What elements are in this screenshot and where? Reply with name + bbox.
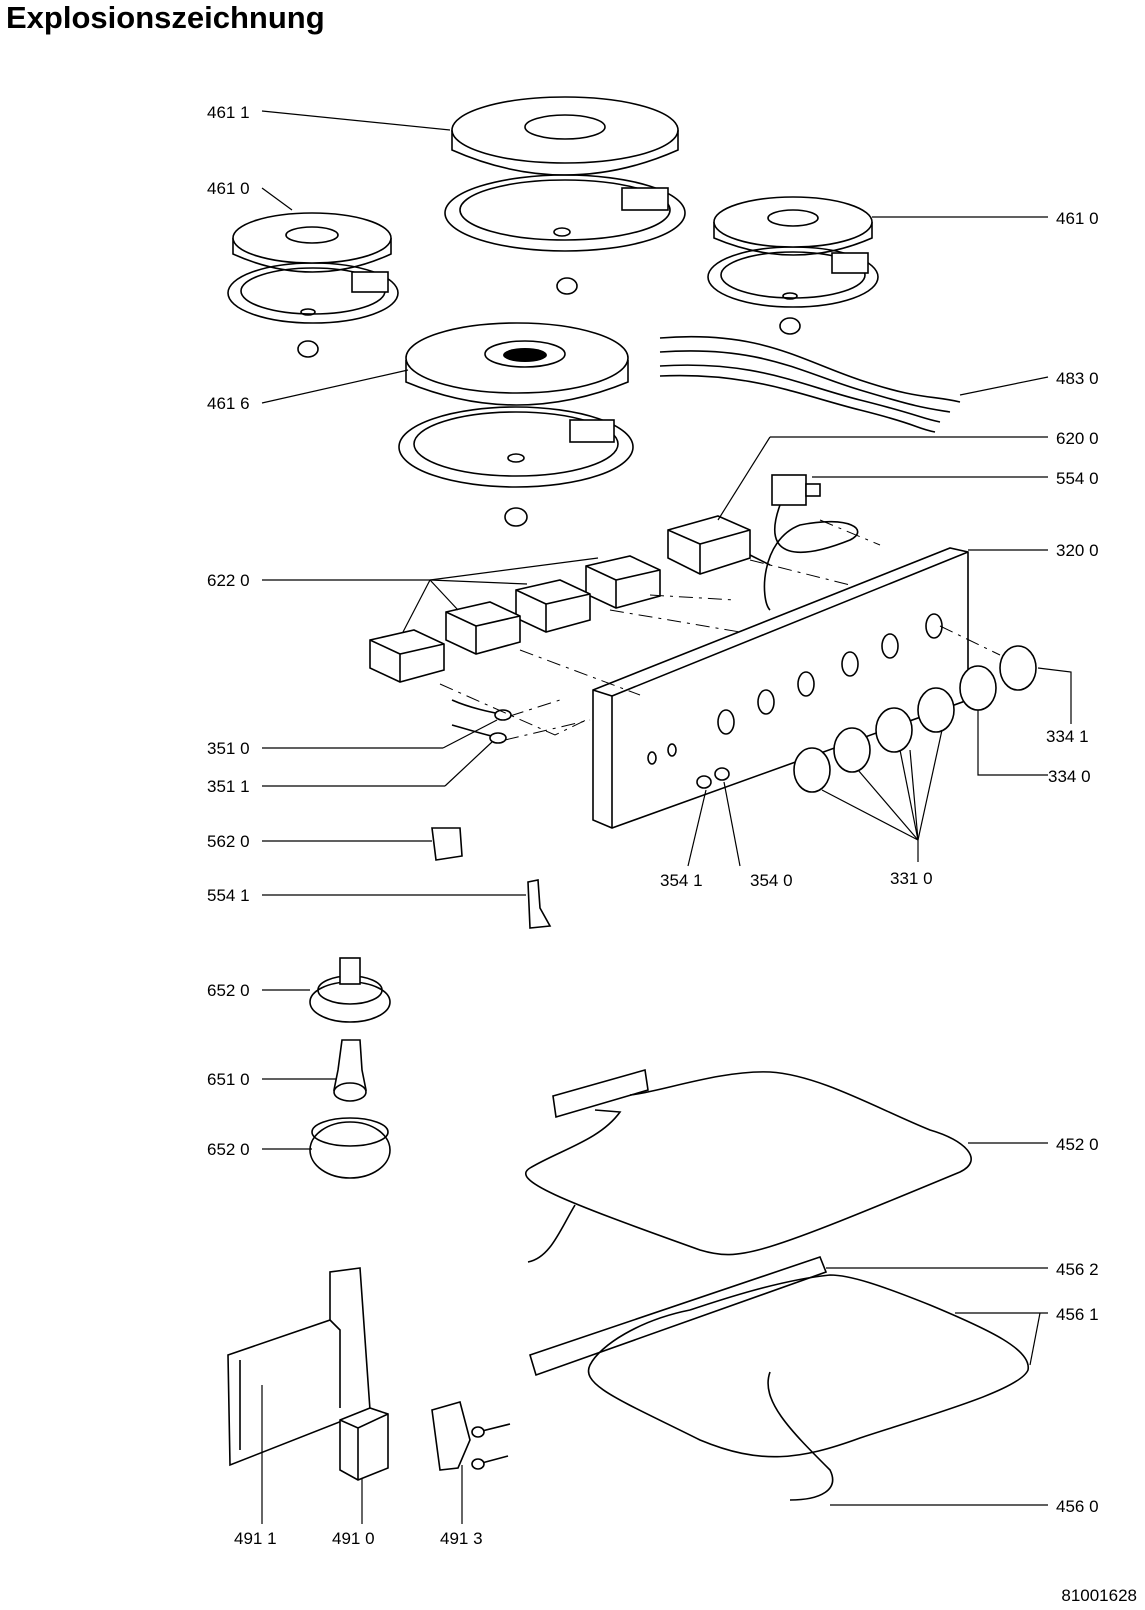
label-622-0: 622 0 <box>207 571 250 590</box>
oven-lamp-holder <box>309 957 391 1023</box>
assembly-guide-lines <box>439 519 1001 741</box>
label-461-6: 461 6 <box>207 394 250 413</box>
label-491-3: 491 3 <box>440 1529 483 1548</box>
label-651-0: 651 0 <box>207 1070 250 1089</box>
label-620-0: 620 0 <box>1056 429 1099 448</box>
label-491-1: 491 1 <box>234 1529 277 1548</box>
label-351-1: 351 1 <box>207 777 250 796</box>
label-461-0-left: 461 0 <box>207 179 250 198</box>
grill-element <box>525 1068 972 1263</box>
cable-clamp <box>431 1401 511 1471</box>
hotplate-small-right <box>707 196 879 335</box>
label-331-0: 331 0 <box>890 869 933 888</box>
label-456-2: 456 2 <box>1056 1260 1099 1279</box>
label-562-0: 562 0 <box>207 832 250 851</box>
label-334-1: 334 1 <box>1046 727 1089 746</box>
label-461-1: 461 1 <box>207 103 250 122</box>
label-461-0-right: 461 0 <box>1056 209 1099 228</box>
label-456-0: 456 0 <box>1056 1497 1099 1516</box>
energy-regulators <box>369 555 661 683</box>
label-351-0: 351 0 <box>207 739 250 758</box>
label-554-1: 554 1 <box>207 886 250 905</box>
terminal-cover <box>227 1267 371 1467</box>
ring-element <box>529 1255 1029 1501</box>
oven-lamp-cover <box>309 1117 391 1179</box>
signal-lamps <box>696 767 730 789</box>
label-334-0: 334 0 <box>1048 767 1091 786</box>
label-554-0: 554 0 <box>1056 469 1099 488</box>
leader-lines <box>261 110 1072 1524</box>
oven-lamp-bulb <box>333 1039 367 1102</box>
oven-selector-switch <box>667 515 771 575</box>
terminal-block <box>339 1407 389 1481</box>
label-354-0: 354 0 <box>750 871 793 890</box>
hotplate-large-rear <box>444 96 686 295</box>
fastener-clip <box>431 827 463 861</box>
label-320-0: 320 0 <box>1056 541 1099 560</box>
connection-cables <box>451 699 512 744</box>
control-knobs <box>793 645 1037 793</box>
label-456-1: 456 1 <box>1056 1305 1099 1324</box>
hotplate-small-left <box>227 212 399 358</box>
label-354-1: 354 1 <box>660 871 703 890</box>
bracket-clip <box>527 879 552 929</box>
label-452-0: 452 0 <box>1056 1135 1099 1154</box>
label-652-0-top: 652 0 <box>207 981 250 1000</box>
label-483-0: 483 0 <box>1056 369 1099 388</box>
label-491-0: 491 0 <box>332 1529 375 1548</box>
document-number: 81001628 <box>1061 1586 1137 1605</box>
wiring-harness <box>659 335 961 433</box>
hotplate-rapid-front <box>398 322 634 527</box>
thermostat <box>763 474 859 611</box>
page-title: Explosionszeichnung <box>6 0 325 35</box>
label-652-0-bottom: 652 0 <box>207 1140 250 1159</box>
